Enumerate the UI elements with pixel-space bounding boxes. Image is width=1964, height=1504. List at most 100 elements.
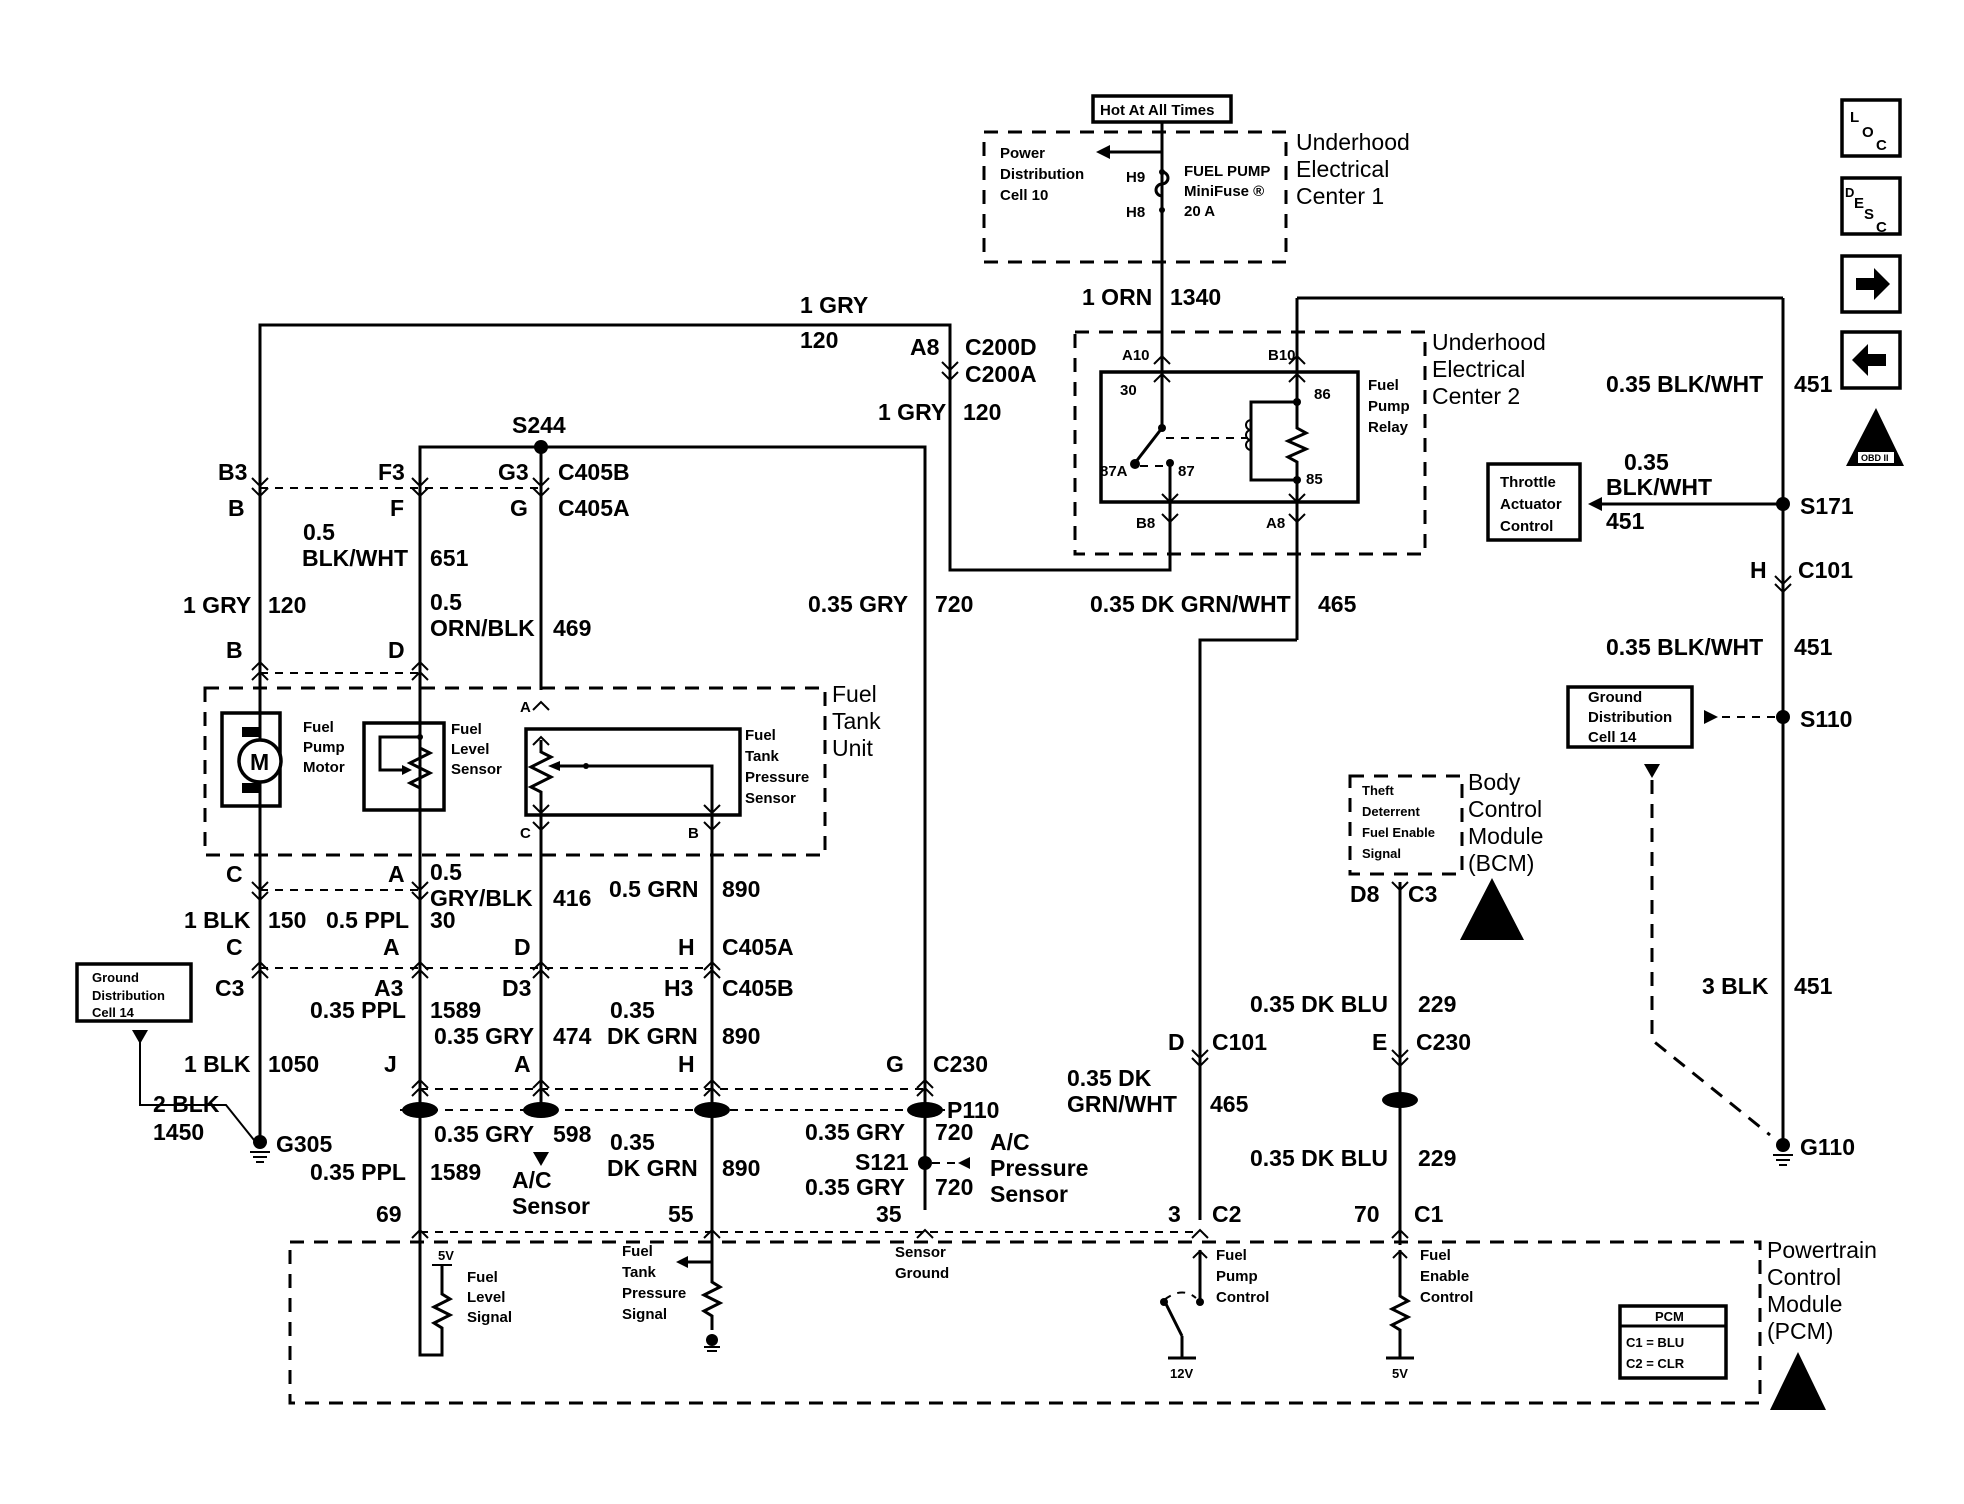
- pass-through-p110: P110: [400, 1097, 999, 1123]
- svg-text:PCM: PCM: [1655, 1309, 1684, 1324]
- svg-text:Signal: Signal: [1362, 846, 1401, 861]
- connector-label: B: [228, 495, 245, 521]
- svg-text:Deterrent: Deterrent: [1362, 804, 1420, 819]
- connector-label: C405B: [722, 975, 794, 1001]
- svg-text:Cell 10: Cell 10: [1000, 187, 1048, 204]
- splice-label: S110: [1800, 706, 1852, 732]
- connector-label: E: [1372, 1029, 1387, 1055]
- underhood-electrical-center-1: Underhood Electrical Center 1 Power Dist…: [982, 129, 1410, 264]
- pin-label: 3: [1168, 1201, 1181, 1227]
- connector-label: H3: [664, 975, 693, 1001]
- wire-label: 0.35 PPL: [310, 1159, 406, 1185]
- svg-text:O: O: [1862, 124, 1874, 141]
- circuit-number: 1450: [153, 1119, 204, 1145]
- svg-text:L: L: [1850, 109, 1859, 126]
- svg-text:Pressure: Pressure: [622, 1285, 686, 1302]
- svg-text:(PCM): (PCM): [1767, 1318, 1833, 1344]
- wire-label: 0.35: [1624, 449, 1669, 475]
- connector-label: C3: [1408, 881, 1437, 907]
- wire-label: DK GRN: [607, 1023, 698, 1049]
- svg-text:Power: Power: [1000, 145, 1045, 162]
- svg-text:Pump: Pump: [303, 739, 345, 756]
- svg-text:Module: Module: [1468, 823, 1543, 849]
- svg-text:Fuel: Fuel: [303, 719, 334, 736]
- connector-label: C: [226, 861, 243, 887]
- svg-text:20 A: 20 A: [1184, 203, 1215, 220]
- pass-through-grommet: [1382, 1092, 1418, 1108]
- obd2-icon[interactable]: OBD II: [1846, 408, 1904, 466]
- connector-label: D8: [1350, 881, 1380, 907]
- wire-label: 0.5: [430, 859, 462, 885]
- pcm-connector-legend: PCM C1 = BLU C2 = CLR: [1618, 1304, 1728, 1380]
- svg-text:86: 86: [1314, 386, 1331, 403]
- ac-pressure-sensor-label: A/C: [990, 1129, 1030, 1155]
- svg-text:Fuel: Fuel: [1420, 1247, 1451, 1264]
- svg-text:Sensor: Sensor: [895, 1244, 946, 1261]
- pin-label: 70: [1354, 1201, 1380, 1227]
- circuit-number: 120: [963, 399, 1001, 425]
- minifuse-icon: [1154, 170, 1170, 198]
- loc-icon[interactable]: L O C: [1840, 98, 1902, 158]
- svg-text:Control: Control: [1767, 1264, 1841, 1290]
- fuel-pump-relay: [1099, 370, 1360, 504]
- circuit-number: 451: [1794, 634, 1833, 660]
- svg-text:Sensor: Sensor: [745, 790, 796, 807]
- circuit-number: 451: [1606, 508, 1645, 534]
- svg-text:Signal: Signal: [622, 1306, 667, 1323]
- wire-label: 3 BLK: [1702, 973, 1769, 999]
- svg-text:Actuator: Actuator: [1500, 496, 1562, 513]
- connector-label: C101: [1212, 1029, 1267, 1055]
- connector-label: C1: [1414, 1201, 1444, 1227]
- svg-text:Control: Control: [1420, 1289, 1473, 1306]
- svg-text:5V: 5V: [438, 1248, 454, 1263]
- svg-text:Relay: Relay: [1368, 419, 1409, 436]
- svg-text:Body: Body: [1468, 769, 1521, 795]
- svg-text:Motor: Motor: [303, 759, 345, 776]
- svg-text:(BCM): (BCM): [1468, 850, 1534, 876]
- svg-text:Fuel: Fuel: [622, 1243, 653, 1260]
- circuit-number: 150: [268, 907, 306, 933]
- svg-text:Enable: Enable: [1420, 1268, 1469, 1285]
- svg-text:C: C: [1876, 137, 1887, 154]
- svg-text:H8: H8: [1126, 204, 1145, 221]
- pin-label: 69: [376, 1201, 402, 1227]
- svg-text:MiniFuse ®: MiniFuse ®: [1184, 183, 1264, 200]
- svg-text:Fuel: Fuel: [451, 721, 482, 738]
- connector-label: G: [886, 1051, 904, 1077]
- svg-text:B8: B8: [1136, 515, 1155, 532]
- svg-text:Cell 14: Cell 14: [1588, 729, 1637, 746]
- svg-text:FUEL PUMP: FUEL PUMP: [1184, 163, 1270, 180]
- connector-c230-left: [411, 1078, 934, 1097]
- next-page-icon[interactable]: [1840, 254, 1902, 314]
- desc-icon[interactable]: D E S C: [1840, 176, 1902, 236]
- svg-text:Control: Control: [1216, 1289, 1269, 1306]
- connector-label: A: [383, 934, 400, 960]
- svg-text:S121: S121: [855, 1149, 909, 1175]
- wire-label: 0.35: [610, 997, 655, 1023]
- fuel-level-sensor: Fuel Level Sensor: [362, 721, 502, 812]
- wire-label: 0.35 PPL: [310, 997, 406, 1023]
- svg-text:P110: P110: [947, 1097, 999, 1123]
- connector-label: C405B: [558, 459, 630, 485]
- wire-label: 2 BLK: [153, 1091, 220, 1117]
- wire-label: 0.35 GRY: [805, 1174, 905, 1200]
- svg-text:C: C: [520, 825, 531, 842]
- ground-distribution-cell-14-left[interactable]: Ground Distribution Cell 14: [75, 962, 193, 1023]
- svg-text:Fuel: Fuel: [1216, 1247, 1247, 1264]
- svg-text:Signal: Signal: [467, 1309, 512, 1326]
- svg-text:A10: A10: [1122, 347, 1150, 364]
- svg-text:C2 = CLR: C2 = CLR: [1626, 1356, 1685, 1371]
- svg-text:B10: B10: [1268, 347, 1296, 364]
- circuit-number: 451: [1794, 371, 1833, 397]
- circuit-number: 720: [935, 1174, 973, 1200]
- ground-distribution-cell-14-right[interactable]: Ground Distribution Cell 14: [1566, 685, 1694, 749]
- connector-c405-lower: [251, 960, 721, 979]
- connector-label: J: [384, 1051, 397, 1077]
- prev-page-icon[interactable]: [1840, 330, 1902, 390]
- svg-text:Unit: Unit: [832, 735, 874, 761]
- svg-text:C: C: [1876, 219, 1887, 236]
- circuit-number: 720: [935, 591, 973, 617]
- circuit-number: 1589: [430, 1159, 481, 1185]
- svg-text:Fuel: Fuel: [745, 727, 776, 744]
